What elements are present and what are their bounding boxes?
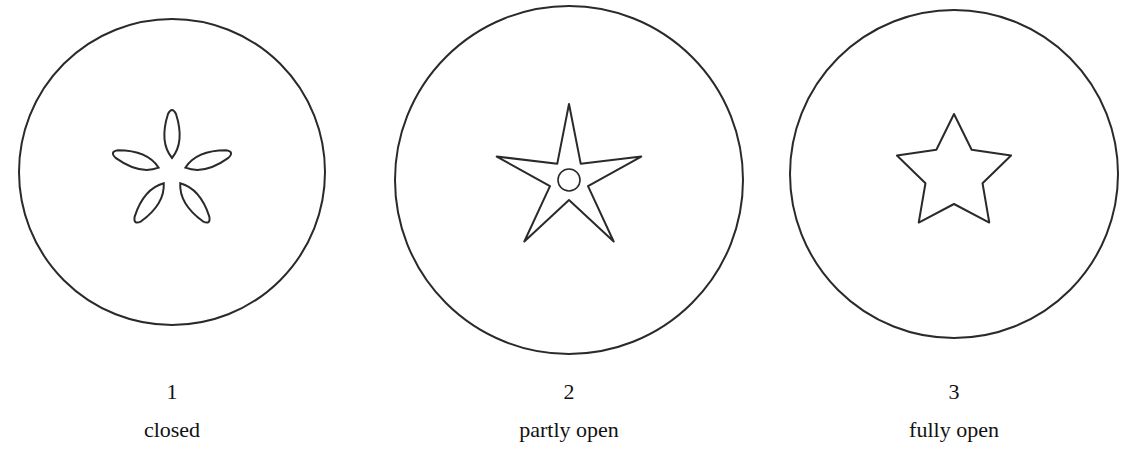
stage-number: 2	[564, 380, 575, 404]
seed-cavity	[111, 146, 161, 175]
partly-open-core	[497, 104, 642, 241]
stage-number: 1	[167, 380, 178, 404]
fruit-outline	[395, 6, 743, 354]
seed-cavity	[129, 179, 170, 227]
seed-cavity	[174, 179, 215, 227]
fully-open-core	[897, 114, 1011, 223]
closed-core	[111, 110, 234, 227]
centre-hole	[558, 169, 580, 191]
fruit-outline	[19, 19, 325, 325]
stage-label: partly open	[519, 418, 619, 442]
seed-cavity	[164, 110, 179, 158]
star-cavity	[897, 114, 1011, 223]
stage-label: closed	[144, 418, 200, 442]
stage-label: fully open	[909, 418, 999, 442]
seed-cavity	[183, 146, 233, 175]
stage-number: 3	[949, 380, 960, 404]
fruit-outline	[790, 10, 1118, 338]
star-cavity	[497, 104, 642, 241]
